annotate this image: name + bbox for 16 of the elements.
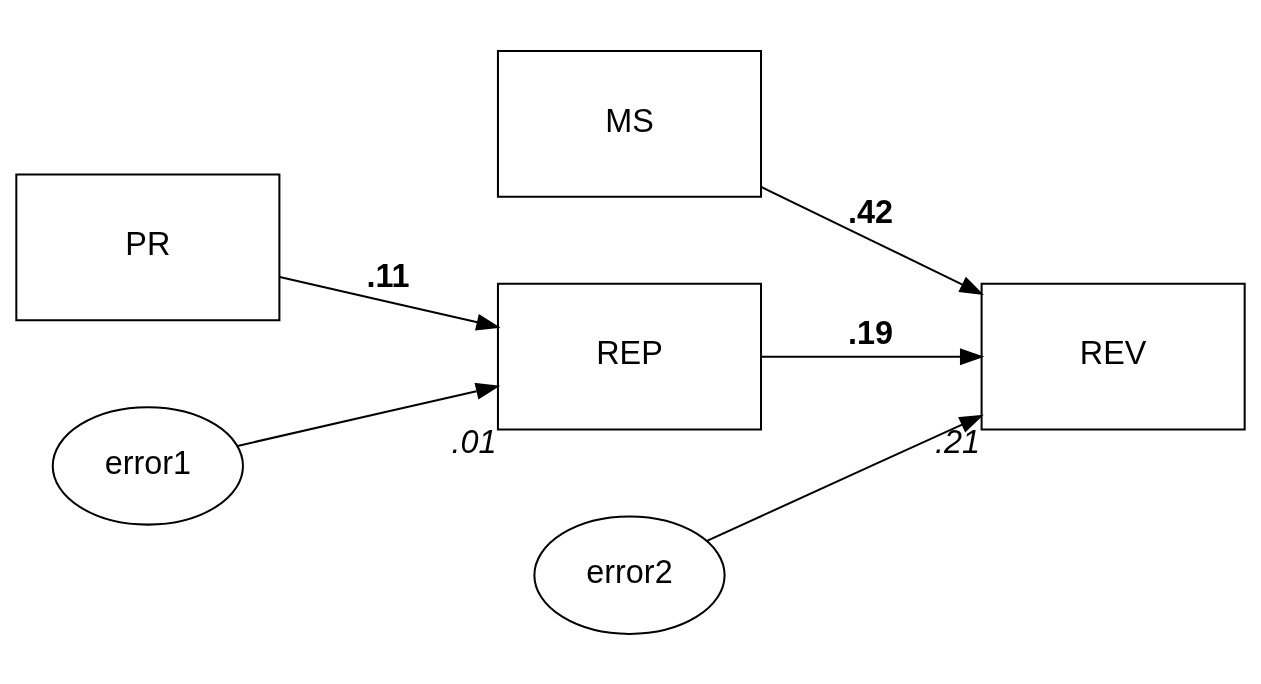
arrow <box>760 185 984 295</box>
node-ellipse: error1 <box>51 405 244 526</box>
node-box: REV <box>980 282 1246 431</box>
node-label: .21 <box>935 423 981 460</box>
arrow <box>237 382 501 447</box>
node-box: PR <box>15 173 281 321</box>
node-label: .01 <box>451 423 497 460</box>
node-ellipse: error2 <box>533 515 726 635</box>
node-box: MS <box>496 49 763 198</box>
edge-label: .11 <box>366 257 410 294</box>
node-box: REP <box>496 282 763 431</box>
arrow <box>761 347 985 365</box>
arrow <box>279 275 501 330</box>
arrow <box>706 414 984 542</box>
edge-label: .42 <box>848 193 894 230</box>
edge-label: .19 <box>848 314 894 351</box>
